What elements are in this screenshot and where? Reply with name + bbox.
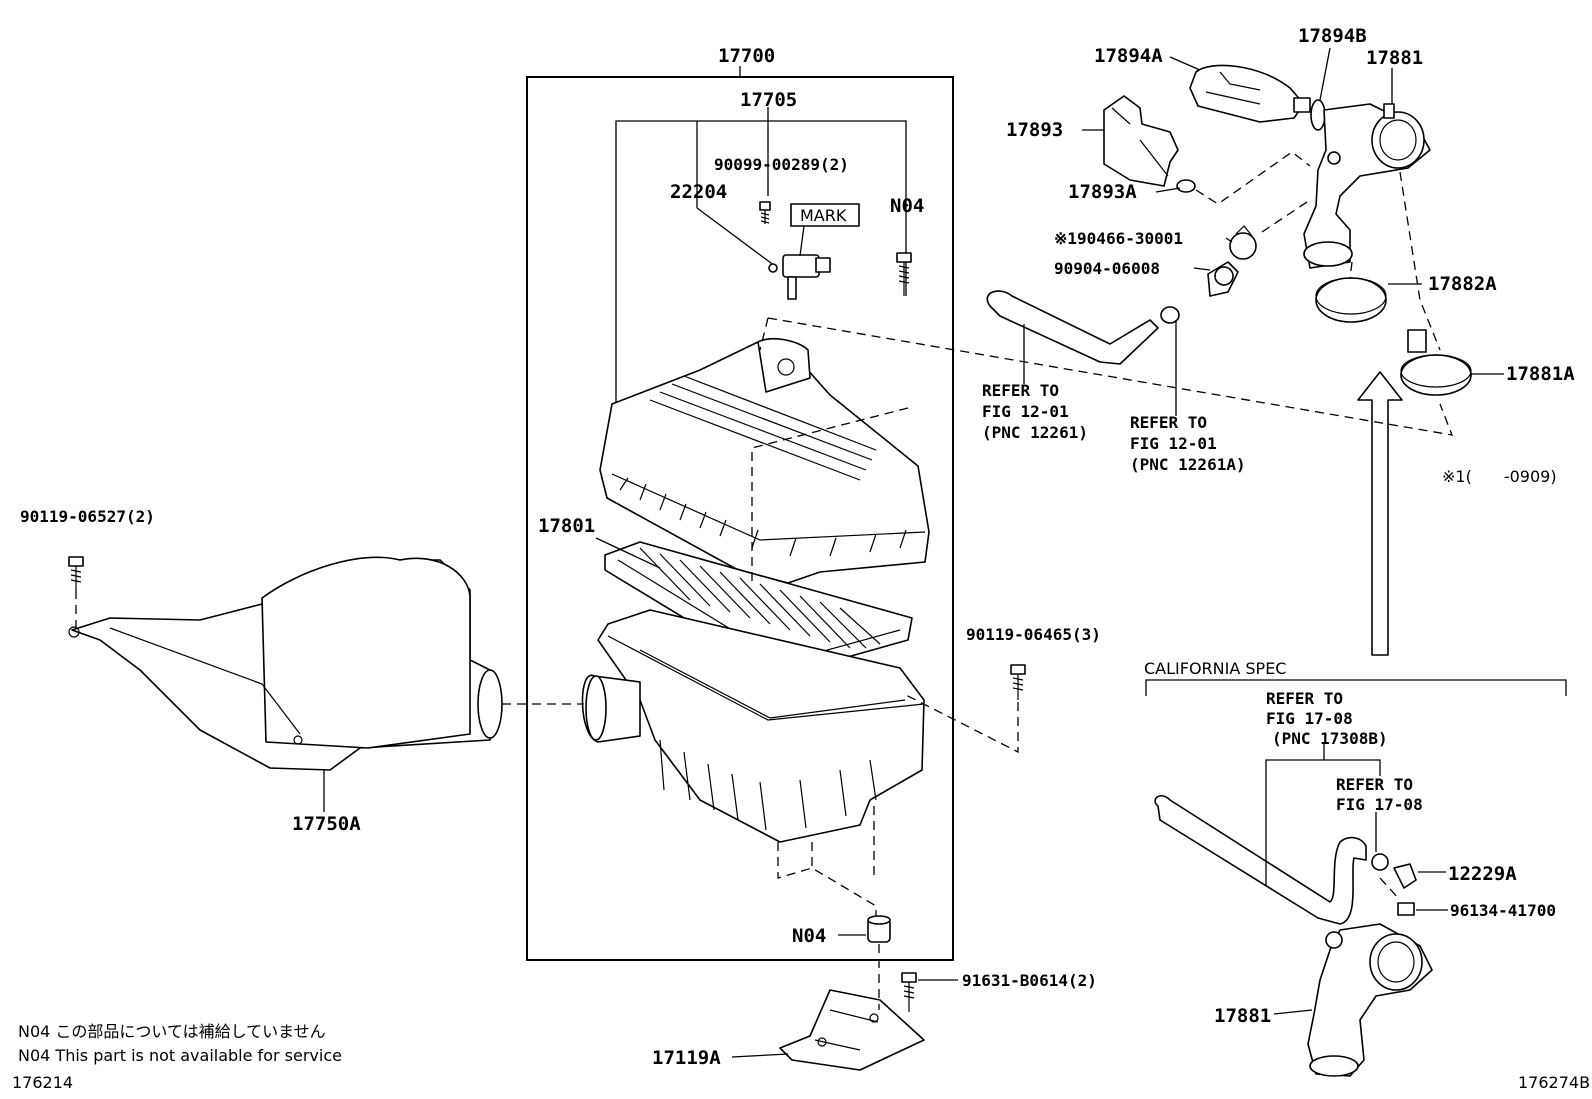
clamp-17893a-icon: [1176, 179, 1196, 193]
label-90119-06465: 90119-06465(3): [966, 625, 1101, 644]
bracket-17119a-icon: [779, 989, 925, 1071]
footnote-mark: ※1( -0909): [1442, 467, 1557, 486]
label-96134: 96134-41700: [1450, 901, 1556, 920]
label-n04-bottom: N04: [792, 925, 826, 947]
hose-17881-top-icon: [1303, 103, 1431, 269]
svg-text:FIG 17-08: FIG 17-08: [1336, 795, 1423, 814]
label-17893: 17893: [1006, 119, 1063, 141]
svg-text:FIG 12-01: FIG 12-01: [982, 402, 1069, 421]
svg-text:REFER TO: REFER TO: [1336, 775, 1413, 794]
bolt-91631-icon: [901, 972, 917, 1012]
clamp-17882a-icon: [1315, 277, 1387, 323]
hose-cal-icon: [1154, 795, 1367, 925]
hose-12261-icon: [986, 290, 1159, 365]
note-en: N04 This part is not available for servi…: [18, 1046, 342, 1065]
valve-90904-icon: [1207, 261, 1239, 297]
bolt-90119-06465-icon: [1010, 664, 1026, 700]
bolt-90119-06527-icon: [68, 556, 84, 590]
duct-17894a-icon: [1189, 64, 1311, 123]
svg-text:REFER TO: REFER TO: [982, 381, 1059, 400]
label-17881-top: 17881: [1366, 47, 1423, 69]
air-cleaner-case-icon: [581, 609, 925, 843]
svg-text:(PNC 17308B): (PNC 17308B): [1272, 729, 1388, 748]
figure-id-left: 176214: [12, 1073, 73, 1092]
label-17894b: 17894B: [1298, 25, 1367, 47]
bolt-n04-icon: [896, 252, 912, 296]
label-n04-top: N04: [890, 195, 924, 217]
refer-12261: REFER TO FIG 12-01 (PNC 12261): [982, 381, 1088, 442]
svg-text:(PNC 12261A): (PNC 12261A): [1130, 455, 1246, 474]
resonator-17750a-icon: [68, 556, 503, 771]
label-17750a: 17750A: [292, 813, 361, 835]
svg-text:REFER TO: REFER TO: [1266, 689, 1343, 708]
air-cleaner-cap-icon: [599, 338, 930, 584]
label-17881-bottom: 17881: [1214, 1005, 1271, 1027]
svg-text:REFER TO: REFER TO: [1130, 413, 1207, 432]
label-17882a: 17882A: [1428, 273, 1497, 295]
label-90904: 90904-06008: [1054, 259, 1160, 278]
refer-12261a: REFER TO FIG 12-01 (PNC 12261A): [1130, 413, 1246, 474]
label-90099: 90099-00289(2): [714, 155, 849, 174]
label-17881a: 17881A: [1506, 363, 1575, 385]
refer-17308b: REFER TO FIG 17-08 (PNC 17308B): [1266, 689, 1388, 748]
arrow-up-icon: [1357, 371, 1403, 656]
label-17700: 17700: [718, 45, 775, 67]
label-17705: 17705: [740, 89, 797, 111]
label-12229a: 12229A: [1448, 863, 1517, 885]
svg-text:FIG 12-01: FIG 12-01: [1130, 434, 1217, 453]
clamp-12229a-icon: [1371, 853, 1417, 889]
clamp-17881a-icon: [1400, 329, 1472, 396]
california-bracket: [1145, 679, 1567, 696]
screw-90099-icon: [759, 201, 771, 224]
clamp-190466-icon: [1229, 225, 1257, 260]
bracket-17705: [615, 120, 907, 412]
air-filter-element-icon: [604, 541, 913, 677]
label-91631: 91631-B0614(2): [962, 971, 1097, 990]
fitting-96134-icon: [1397, 902, 1415, 916]
refer-17-08: REFER TO FIG 17-08: [1336, 775, 1423, 814]
hose-17881-bottom-icon: [1307, 923, 1433, 1077]
label-17801: 17801: [538, 515, 595, 537]
figure-id-right: 176274B: [1518, 1073, 1590, 1092]
label-mark: MARK: [800, 206, 847, 225]
svg-text:(PNC 12261): (PNC 12261): [982, 423, 1088, 442]
air-flow-sensor-icon: [768, 254, 831, 300]
label-22204: 22204: [670, 181, 727, 203]
bracket-17893-icon: [1103, 95, 1179, 187]
mark-box: [790, 203, 860, 227]
clamp-17894b-icon: [1310, 99, 1326, 131]
note-jp: N04 この部品については補給していません: [18, 1022, 326, 1041]
label-17119a: 17119A: [652, 1047, 721, 1069]
mount-n04-icon: [867, 915, 891, 943]
label-17894a: 17894A: [1094, 45, 1163, 67]
svg-text:FIG 17-08: FIG 17-08: [1266, 709, 1353, 728]
label-190466: ※190466-30001: [1054, 229, 1183, 248]
label-90119-06527: 90119-06527(2): [20, 507, 155, 526]
label-california-spec: CALIFORNIA SPEC: [1144, 659, 1286, 678]
label-17893a: 17893A: [1068, 181, 1137, 203]
small-clamp-icon: [1160, 306, 1180, 324]
